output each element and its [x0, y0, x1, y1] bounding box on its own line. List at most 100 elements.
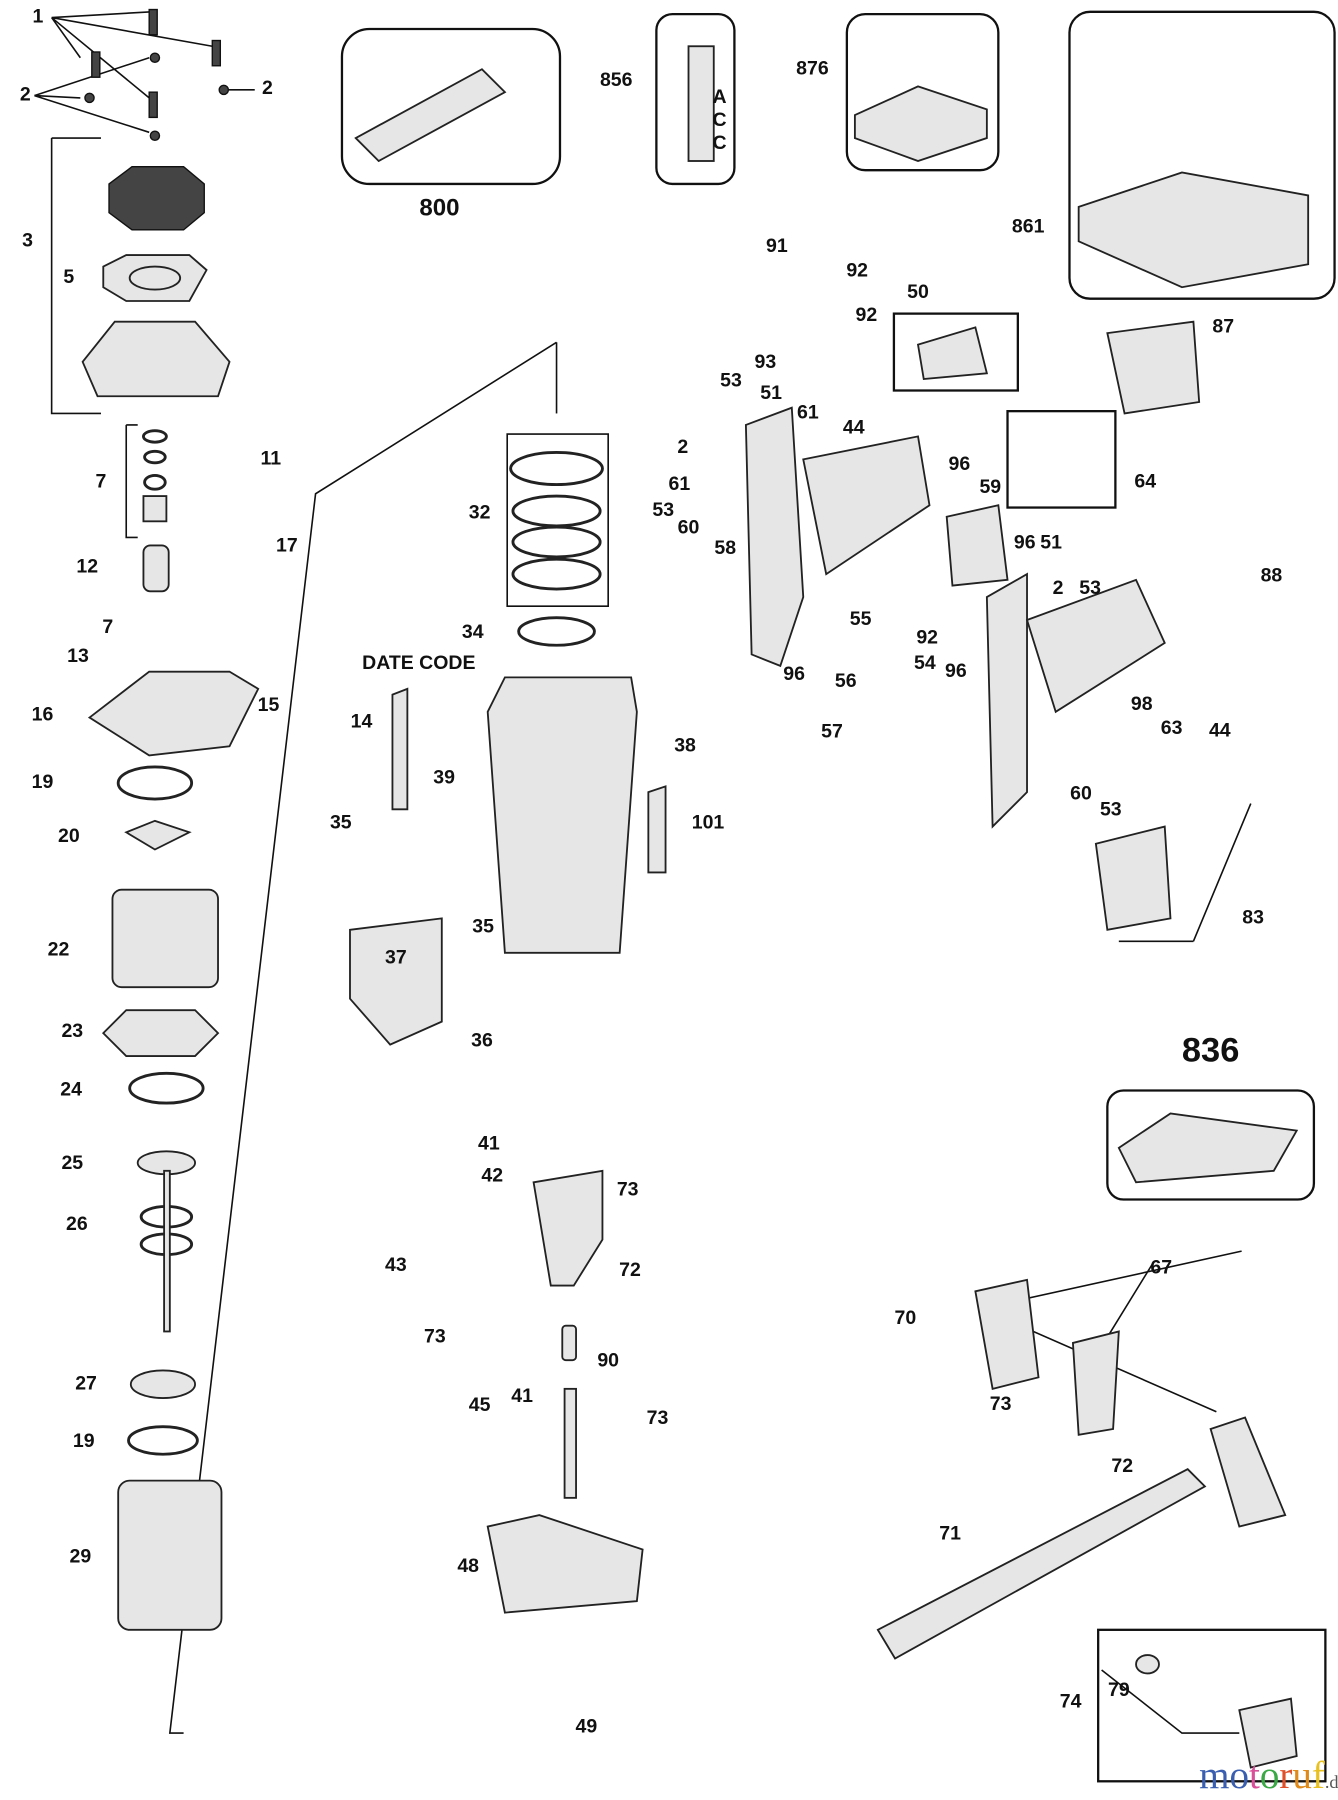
part-label-856: 856 [600, 69, 633, 91]
part-label-67: 67 [1150, 1257, 1172, 1279]
part-label-73: 73 [424, 1325, 446, 1347]
part-label-32: 32 [469, 501, 491, 523]
part-label-39: 39 [433, 767, 455, 789]
part-label-15: 15 [258, 694, 280, 716]
part-label-63: 63 [1161, 717, 1183, 739]
box-861-case [1068, 10, 1336, 300]
part-label-48: 48 [457, 1555, 479, 1577]
part-label-61: 61 [797, 402, 819, 424]
part-label-53: 53 [720, 369, 742, 391]
part-label-3: 3 [22, 229, 33, 251]
accessory-boxes [340, 10, 1336, 1783]
part-label-41: 41 [478, 1133, 500, 1155]
part-label-92: 92 [916, 627, 938, 649]
part-label-22: 22 [48, 939, 70, 961]
part-label-71: 71 [939, 1523, 961, 1545]
part-label-2: 2 [20, 84, 31, 106]
part-label-74: 74 [1060, 1690, 1082, 1712]
part-label-73: 73 [617, 1178, 639, 1200]
part-label-13: 13 [67, 645, 89, 667]
box-50-assembly [892, 312, 1019, 392]
part-label-60: 60 [1070, 783, 1092, 805]
part-label-35: 35 [472, 916, 494, 938]
box-800-cartridge-gun [340, 27, 562, 186]
part-label-36: 36 [471, 1029, 493, 1051]
part-label-51: 51 [1040, 531, 1062, 553]
part-label-73: 73 [990, 1393, 1012, 1415]
part-label-24: 24 [60, 1079, 82, 1101]
part-label-88: 88 [1261, 565, 1283, 587]
part-label-61: 61 [668, 473, 690, 495]
part-label-11: 11 [261, 448, 282, 470]
part-label-73: 73 [647, 1407, 669, 1429]
part-label-27: 27 [75, 1372, 97, 1394]
part-label-800: 800 [419, 195, 459, 222]
part-label-57: 57 [821, 721, 843, 743]
part-label-14: 14 [351, 710, 373, 732]
part-label-93: 93 [755, 351, 777, 373]
box-64-assembly [1006, 410, 1117, 509]
parts [81, 8, 1310, 1769]
part-label-7: 7 [96, 470, 107, 492]
part-label-91: 91 [766, 235, 788, 257]
part-label-25: 25 [61, 1152, 83, 1174]
box-876-kit [845, 12, 1000, 172]
part-label-2: 2 [262, 77, 273, 99]
part-label-26: 26 [66, 1213, 88, 1235]
part-label-90: 90 [597, 1349, 619, 1371]
part-label-12: 12 [76, 555, 98, 577]
part-label-92: 92 [846, 259, 868, 281]
part-label-53: 53 [1079, 577, 1101, 599]
part-label-35: 35 [330, 811, 352, 833]
part-label-79: 79 [1108, 1679, 1130, 1701]
part-label-83: 83 [1242, 907, 1264, 929]
part-label-96: 96 [945, 660, 967, 682]
part-label-19: 19 [32, 771, 54, 793]
part-label-53: 53 [1100, 799, 1122, 821]
part-label-55: 55 [850, 608, 872, 630]
part-label-41: 41 [511, 1385, 533, 1407]
box-856-label [655, 12, 736, 186]
part-label-96: 96 [948, 453, 970, 475]
part-label-29: 29 [69, 1546, 91, 1568]
part-label-45: 45 [469, 1394, 491, 1416]
part-label-44: 44 [843, 417, 865, 439]
part-label-98: 98 [1131, 693, 1153, 715]
part-label-44: 44 [1209, 719, 1231, 741]
part-label-37: 37 [385, 947, 407, 969]
part-label-87: 87 [1212, 316, 1234, 338]
part-label-53: 53 [652, 499, 674, 521]
part-label-17: 17 [276, 535, 298, 557]
part-label-72: 72 [1111, 1455, 1133, 1477]
part-label-49: 49 [576, 1716, 598, 1738]
part-label-96: 96 [783, 663, 805, 685]
leader-lines [34, 11, 1252, 1734]
watermark-logo: motoruf.de [1199, 1754, 1338, 1797]
part-label-92: 92 [856, 304, 878, 326]
part-label-72: 72 [619, 1259, 641, 1281]
box-856-letter: C [712, 132, 726, 154]
cap-part [108, 166, 205, 231]
part-label-20: 20 [58, 825, 80, 847]
box-836-tray [1106, 1089, 1316, 1201]
part-label-861: 861 [1012, 216, 1045, 238]
part-label-101: 101 [692, 811, 725, 833]
part-label-2: 2 [677, 436, 688, 458]
part-label-16: 16 [32, 703, 54, 725]
box-74-assembly [1097, 1628, 1327, 1783]
box-856-text: A C C [712, 86, 726, 154]
part-label-19: 19 [73, 1430, 95, 1452]
box-856-letter: C [712, 109, 726, 131]
part-label-64: 64 [1134, 470, 1156, 492]
part-label-2: 2 [1053, 577, 1064, 599]
part-label-date-code: DATE CODE [362, 652, 475, 674]
part-label-43: 43 [385, 1254, 407, 1276]
part-label-42: 42 [481, 1165, 503, 1187]
part-label-60: 60 [678, 516, 700, 538]
part-label-50: 50 [907, 281, 929, 303]
part-label-70: 70 [895, 1307, 917, 1329]
part-label-1: 1 [32, 6, 43, 28]
part-label-836: 836 [1182, 1032, 1239, 1070]
part-label-58: 58 [714, 537, 736, 559]
